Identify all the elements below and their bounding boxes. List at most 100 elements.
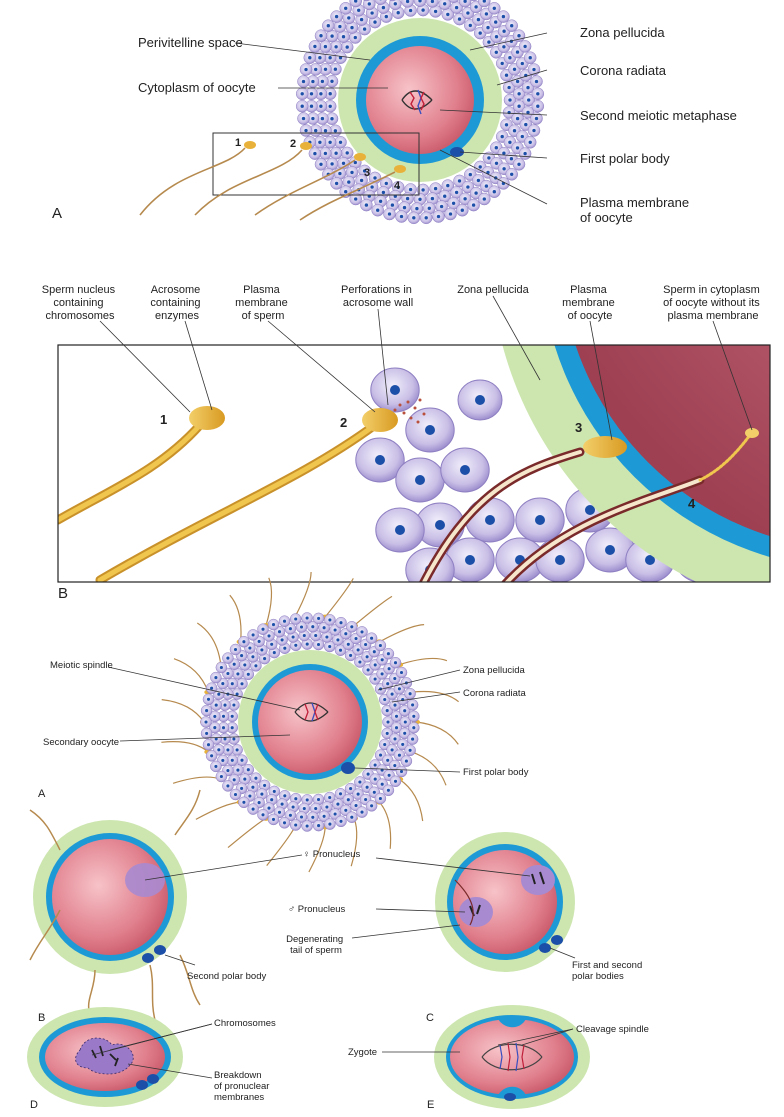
cell-nucleus bbox=[517, 163, 520, 166]
cell-nucleus bbox=[373, 20, 376, 23]
cell-nucleus bbox=[347, 643, 350, 646]
cell-nucleus bbox=[344, 7, 347, 10]
cell-nucleus bbox=[339, 792, 342, 795]
cell-nucleus bbox=[386, 709, 389, 712]
cell-nucleus bbox=[214, 765, 217, 768]
cell-nucleus bbox=[527, 98, 530, 101]
cell-nucleus bbox=[393, 764, 396, 767]
polar-body bbox=[551, 935, 563, 945]
cell-nucleus bbox=[272, 818, 275, 821]
cell-nucleus bbox=[411, 703, 414, 706]
cell-nucleus bbox=[403, 206, 406, 209]
cell-nucleus bbox=[258, 640, 261, 643]
header-plasma-membrane-oocyte: Plasma membrane of oocyte bbox=[562, 284, 618, 322]
cell-nucleus bbox=[350, 171, 353, 174]
cell-nucleus bbox=[516, 50, 519, 53]
cell-nucleus bbox=[335, 15, 338, 18]
cell-nucleus bbox=[465, 555, 475, 565]
cell-nucleus bbox=[334, 152, 337, 155]
cell-nucleus bbox=[313, 152, 316, 155]
cell-nucleus bbox=[477, 179, 480, 182]
cell-nucleus bbox=[254, 777, 257, 780]
sperm-tail bbox=[173, 777, 221, 783]
cell-nucleus bbox=[310, 105, 313, 108]
cell-nucleus bbox=[360, 811, 363, 814]
cell-nucleus bbox=[347, 16, 350, 19]
cell-nucleus bbox=[403, 709, 406, 712]
cell-nucleus bbox=[301, 92, 304, 95]
cell-nucleus bbox=[510, 157, 513, 160]
label-first-second-polar-bodies: First and second polar bodies bbox=[572, 960, 645, 982]
cell-nucleus bbox=[314, 129, 317, 132]
cell-nucleus bbox=[283, 620, 286, 623]
sperm-head bbox=[583, 436, 627, 458]
cell-nucleus bbox=[605, 545, 615, 555]
cell-nucleus bbox=[366, 655, 369, 658]
cell-nucleus bbox=[311, 117, 314, 120]
cell-nucleus bbox=[226, 748, 229, 751]
cell-nucleus bbox=[240, 759, 243, 762]
label-chromosomes: Chromosomes bbox=[214, 1018, 276, 1029]
cell-nucleus bbox=[324, 152, 327, 155]
cell-nucleus bbox=[226, 769, 229, 772]
cell-nucleus bbox=[217, 748, 220, 751]
cell-nucleus bbox=[339, 820, 342, 823]
sperm-tail bbox=[325, 578, 353, 617]
cell-nucleus bbox=[388, 667, 391, 670]
cell-nucleus bbox=[517, 105, 520, 108]
sperm-number: 1 bbox=[160, 412, 167, 427]
cell-nucleus bbox=[334, 68, 337, 71]
cell-nucleus bbox=[346, 151, 349, 154]
cell-nucleus bbox=[524, 123, 527, 126]
cell-nucleus bbox=[398, 754, 401, 757]
panel-label-a: A bbox=[38, 788, 46, 800]
cell-nucleus bbox=[248, 646, 251, 649]
sperm-tail bbox=[230, 595, 241, 642]
cell-nucleus bbox=[311, 80, 314, 83]
cell-nucleus bbox=[270, 798, 273, 801]
cell-nucleus bbox=[474, 191, 477, 194]
cell-nucleus bbox=[267, 807, 270, 810]
cell-nucleus bbox=[401, 743, 404, 746]
sperm-tail bbox=[379, 802, 390, 849]
cell-nucleus bbox=[375, 455, 385, 465]
cell-nucleus bbox=[222, 715, 225, 718]
cell-nucleus bbox=[386, 720, 389, 723]
cell-nucleus bbox=[368, 2, 371, 5]
cell-nucleus bbox=[292, 635, 295, 638]
cell-nucleus bbox=[517, 92, 520, 95]
cell-nucleus bbox=[452, 202, 455, 205]
cell-nucleus bbox=[370, 804, 373, 807]
cell-nucleus bbox=[387, 652, 390, 655]
cell-nucleus bbox=[508, 98, 511, 101]
cell-nucleus bbox=[281, 638, 284, 641]
cell-nucleus bbox=[251, 655, 254, 658]
sperm-tail bbox=[174, 659, 208, 692]
cell-nucleus bbox=[393, 677, 396, 680]
cell-nucleus bbox=[409, 692, 412, 695]
cell-nucleus bbox=[479, 165, 482, 168]
label-degenerating-tail: Degenerating tail of sperm bbox=[286, 934, 346, 956]
cell-nucleus bbox=[487, 40, 490, 43]
sperm-number: 1 bbox=[235, 137, 241, 149]
cell-nucleus bbox=[357, 9, 360, 12]
cell-nucleus bbox=[251, 786, 254, 789]
sperm-number: 2 bbox=[340, 415, 347, 430]
label-male-pronucleus: ♂ Pronucleus bbox=[288, 904, 346, 915]
cell-nucleus bbox=[335, 182, 338, 185]
cell-nucleus bbox=[330, 162, 333, 165]
cell-nucleus bbox=[466, 11, 469, 14]
cell-nucleus bbox=[338, 25, 341, 28]
cell-nucleus bbox=[501, 135, 504, 138]
cell-nucleus bbox=[385, 15, 388, 18]
cell-nucleus bbox=[247, 768, 250, 771]
cell-nucleus bbox=[409, 9, 412, 12]
cell-nucleus bbox=[328, 823, 331, 826]
label-female-pronucleus: ♀ Pronucleus bbox=[303, 849, 361, 860]
cell-nucleus bbox=[463, 197, 466, 200]
cell-nucleus bbox=[263, 784, 266, 787]
cell-nucleus bbox=[272, 623, 275, 626]
cell-nucleus bbox=[270, 643, 273, 646]
cell-nucleus bbox=[440, 205, 443, 208]
